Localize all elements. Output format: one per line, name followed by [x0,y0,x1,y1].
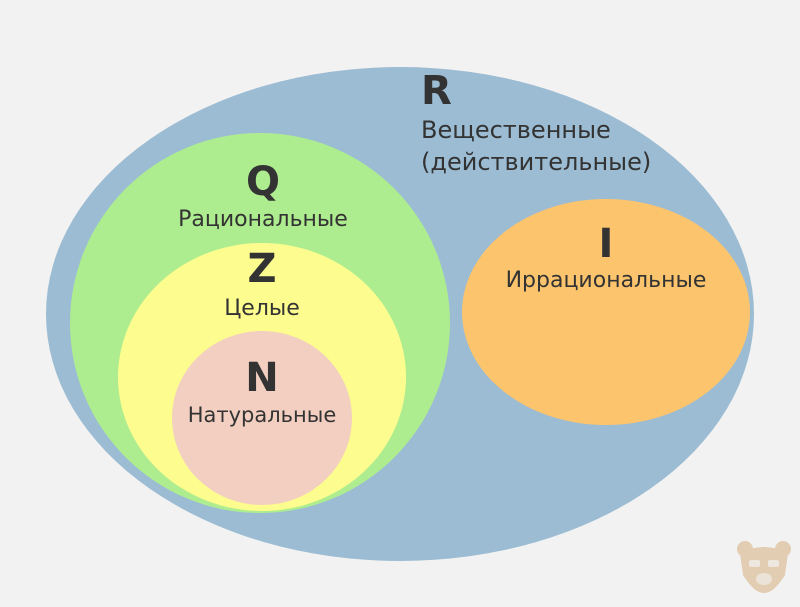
bear-glasses-left [749,560,760,567]
irrational-numbers-set [462,199,750,425]
real-label-line1: Вещественные [421,116,611,144]
irrational-symbol: I [599,221,614,267]
natural-numbers-set [172,331,352,505]
irrational-label: Иррациональные [506,268,707,293]
rational-label: Рациональные [178,207,348,232]
bear-head [740,547,788,593]
real-label-line2: (действительные) [421,148,651,176]
natural-label: Натуральные [188,403,337,427]
bear-glasses-right [768,560,779,567]
bear-snout [756,573,772,585]
rational-symbol: Q [246,159,280,205]
natural-symbol: N [245,355,278,401]
bear-face-icon [737,541,791,593]
real-symbol: R [421,68,452,114]
integer-symbol: Z [247,246,276,292]
integer-label: Целые [224,296,300,321]
